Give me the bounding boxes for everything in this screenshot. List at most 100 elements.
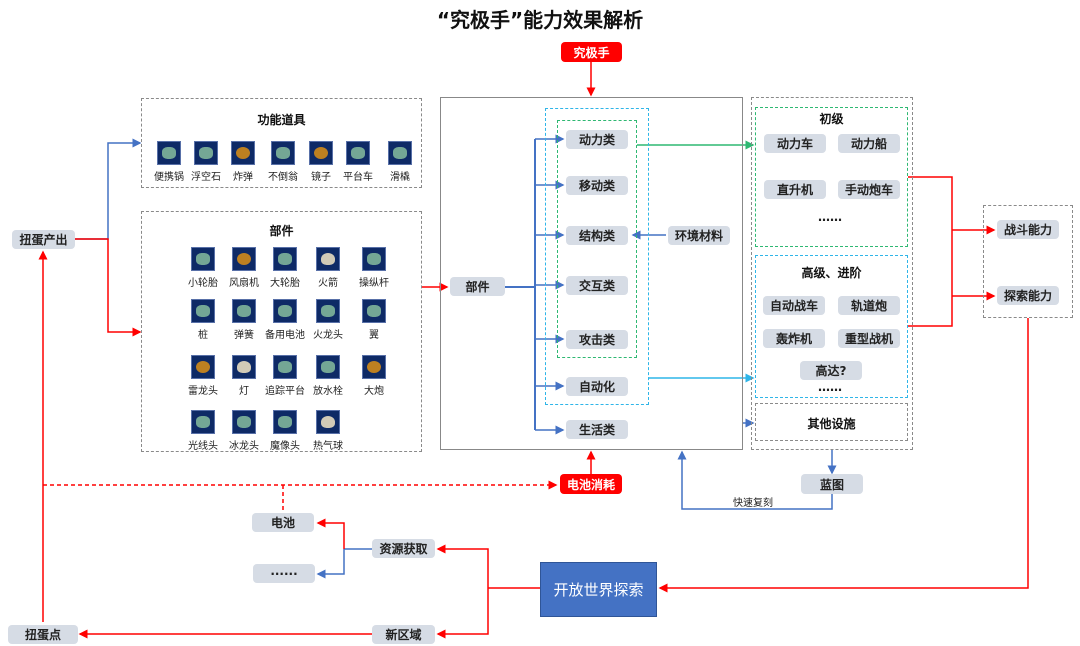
center-box — [440, 97, 743, 450]
part-item[interactable]: 冰龙头 — [220, 410, 268, 452]
node-auto-tank[interactable]: 自动战车 — [763, 296, 825, 315]
node-blueprint[interactable]: 蓝图 — [801, 474, 863, 494]
light-icon — [232, 355, 256, 379]
hydrant-icon — [316, 355, 340, 379]
part-item[interactable]: 光线头 — [179, 410, 227, 452]
abilities-box — [983, 205, 1073, 318]
battery-icon — [273, 299, 297, 323]
node-helicopter[interactable]: 直升机 — [764, 180, 826, 199]
page-title: “究极手”能力效果解析 — [436, 8, 644, 32]
basic-more: …… — [818, 210, 842, 224]
part-item[interactable]: 备用电池 — [261, 299, 309, 341]
advanced-title: 高级、进阶 — [801, 266, 862, 280]
basic-title: 初级 — [819, 112, 844, 126]
node-bomber[interactable]: 轰炸机 — [763, 329, 825, 348]
cannon-icon — [362, 355, 386, 379]
node-gacha-output[interactable]: 扭蛋产出 — [12, 230, 75, 249]
node-more-resources[interactable]: ······ — [253, 564, 315, 583]
advanced-more: …… — [818, 380, 842, 394]
node-structure[interactable]: 结构类 — [566, 226, 628, 245]
big-wheel-icon — [273, 247, 297, 271]
part-item[interactable]: 热气球 — [304, 410, 352, 452]
part-item[interactable]: 弹簧 — [220, 299, 268, 341]
part-item[interactable]: 灯 — [220, 355, 268, 397]
function-tools-box: 功能道具 便携锅 浮空石 炸弹 不倒翁 镜子 平台车 滑橇 — [141, 98, 422, 188]
part-item[interactable]: 魔像头 — [261, 410, 309, 452]
part-item[interactable]: 风扇机 — [220, 247, 268, 289]
tool-item[interactable]: 浮空石 — [182, 141, 230, 183]
part-item[interactable]: 大轮胎 — [261, 247, 309, 289]
part-item[interactable]: 大炮 — [350, 355, 398, 397]
shock-emitter-icon — [191, 355, 215, 379]
tool-item[interactable]: 不倒翁 — [259, 141, 307, 183]
node-railgun[interactable]: 轨道炮 — [838, 296, 900, 315]
node-gacha-point[interactable]: 扭蛋点 — [8, 625, 78, 644]
basic-box: 初级 — [755, 107, 908, 247]
node-battery-consume[interactable]: 电池消耗 — [560, 474, 622, 494]
tool-item[interactable]: 炸弹 — [219, 141, 267, 183]
frost-emitter-icon — [232, 410, 256, 434]
node-power-car[interactable]: 动力车 — [764, 134, 826, 153]
parts-box: 部件 小轮胎 风扇机 大轮胎 火箭 操纵杆 桩 弹簧 备用电池 火龙头 翼 雷龙… — [141, 211, 422, 452]
node-power-boat[interactable]: 动力船 — [838, 134, 900, 153]
quick-copy-label: 快速复刻 — [733, 498, 773, 509]
part-item[interactable]: 火龙头 — [304, 299, 352, 341]
mirror-icon — [309, 141, 333, 165]
node-battery[interactable]: 电池 — [252, 513, 314, 532]
edge-openworld-to-newarea — [436, 588, 489, 639]
parts-title: 部件 — [269, 224, 294, 238]
spring-icon — [232, 299, 256, 323]
wing-icon — [362, 299, 386, 323]
green-group-box — [557, 120, 637, 358]
tool-item[interactable]: 便携锅 — [145, 141, 193, 183]
part-item[interactable]: 火箭 — [304, 247, 352, 289]
tool-item[interactable]: 滑橇 — [376, 141, 424, 183]
construct-head-icon — [273, 410, 297, 434]
node-open-world[interactable]: 开放世界探索 — [540, 562, 657, 617]
edge-resource-to-battery — [316, 518, 345, 549]
tool-item[interactable]: 镜子 — [297, 141, 345, 183]
tumbler-icon — [271, 141, 295, 165]
node-env-material[interactable]: 环境材料 — [668, 226, 730, 245]
bomb-icon — [231, 141, 255, 165]
node-combat-ability[interactable]: 战斗能力 — [997, 220, 1059, 239]
node-parts[interactable]: 部件 — [450, 277, 505, 296]
node-life[interactable]: 生活类 — [566, 420, 628, 439]
node-manual-cannon-car[interactable]: 手动炮车 — [838, 180, 900, 199]
tool-item[interactable]: 平台车 — [334, 141, 382, 183]
cyan-group-box — [545, 108, 649, 405]
edge-to-abilities — [908, 176, 953, 327]
part-item[interactable]: 翼 — [350, 299, 398, 341]
part-item[interactable]: 追踪平台 — [261, 355, 309, 397]
cart-icon — [346, 141, 370, 165]
node-attack[interactable]: 攻击类 — [566, 330, 628, 349]
flame-emitter-icon — [316, 299, 340, 323]
node-interaction[interactable]: 交互类 — [566, 276, 628, 295]
node-power[interactable]: 动力类 — [566, 130, 628, 149]
node-explore-ability[interactable]: 探索能力 — [997, 286, 1059, 305]
function-tools-title: 功能道具 — [257, 113, 306, 127]
node-gundam[interactable]: 高达? — [800, 361, 862, 380]
part-item[interactable]: 操纵杆 — [350, 247, 398, 289]
node-new-area[interactable]: 新区域 — [372, 625, 435, 644]
advanced-box: 高级、进阶 — [755, 255, 908, 398]
node-heavy-fighter[interactable]: 重型战机 — [838, 329, 900, 348]
other-facilities-box[interactable]: 其他设施 — [755, 403, 908, 441]
fan-icon — [232, 247, 256, 271]
beam-emitter-icon — [191, 410, 215, 434]
part-item[interactable]: 桩 — [179, 299, 227, 341]
node-automation[interactable]: 自动化 — [566, 377, 628, 396]
part-item[interactable]: 放水栓 — [304, 355, 352, 397]
node-ultrahand[interactable]: 究极手 — [561, 42, 622, 62]
portable-pot-icon — [157, 141, 181, 165]
rocket-icon — [316, 247, 340, 271]
node-resource[interactable]: 资源获取 — [372, 539, 435, 558]
part-item[interactable]: 雷龙头 — [179, 355, 227, 397]
other-facilities-label: 其他设施 — [807, 417, 856, 431]
stake-icon — [191, 299, 215, 323]
node-movement[interactable]: 移动类 — [566, 176, 628, 195]
float-stone-icon — [194, 141, 218, 165]
result-box — [751, 97, 913, 450]
part-item[interactable]: 小轮胎 — [179, 247, 227, 289]
control-stick-icon — [362, 247, 386, 271]
